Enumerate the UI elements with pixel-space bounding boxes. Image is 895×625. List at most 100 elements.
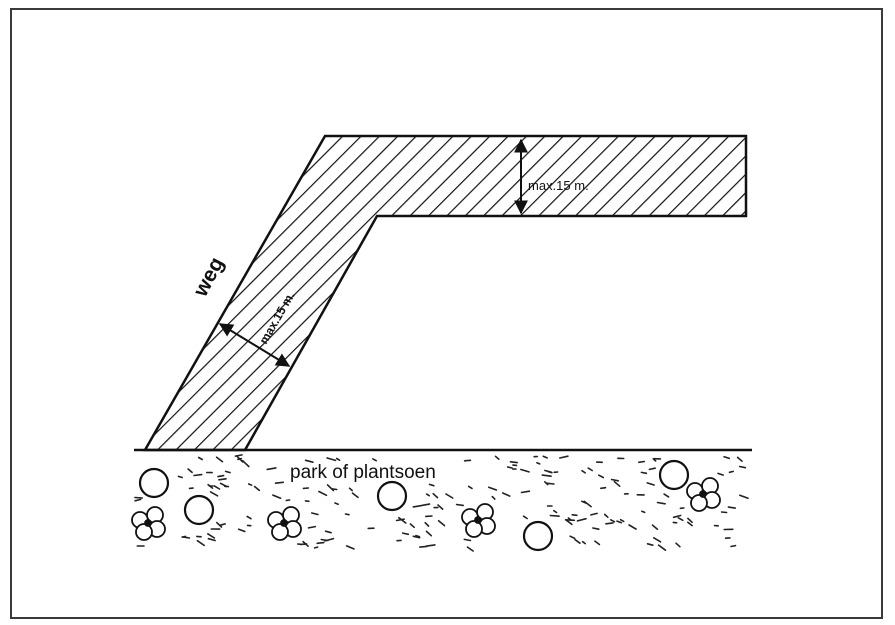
flower-cluster-icon	[686, 477, 721, 512]
texture-dash	[652, 536, 662, 543]
texture-dash	[675, 542, 681, 548]
texture-dash	[672, 514, 682, 519]
road-label: weg	[189, 253, 229, 301]
texture-dash	[299, 543, 308, 546]
texture-dash	[425, 544, 436, 547]
texture-dash	[522, 515, 528, 520]
texture-dash	[304, 459, 314, 464]
texture-dash	[334, 502, 340, 506]
texture-dash	[331, 488, 338, 491]
flower-cluster-icon	[131, 506, 166, 541]
texture-dash	[207, 532, 216, 539]
texture-dash	[316, 541, 325, 545]
texture-dash	[628, 524, 637, 530]
texture-dash	[241, 459, 250, 468]
texture-dash	[467, 485, 473, 490]
texture-dash	[134, 496, 144, 499]
texture-dash	[412, 504, 423, 508]
texture-dash	[728, 470, 735, 474]
texture-dash	[656, 501, 666, 505]
texture-dash	[463, 459, 472, 462]
texture-dash	[213, 485, 221, 490]
texture-dash	[310, 512, 319, 516]
texture-dash	[324, 537, 335, 542]
texture-dash	[272, 494, 282, 500]
texture-dash	[720, 511, 728, 514]
texture-dash	[351, 492, 359, 499]
texture-dash	[193, 473, 203, 477]
texture-dash	[597, 474, 605, 479]
texture-dash	[424, 521, 430, 527]
texture-dash	[409, 523, 416, 529]
texture-dash	[549, 514, 560, 518]
texture-dash	[736, 456, 743, 463]
texture-dash	[487, 486, 498, 491]
texture-dash	[348, 487, 354, 492]
texture-dash	[455, 503, 465, 507]
texture-dash	[395, 518, 405, 522]
texture-dash	[605, 522, 614, 525]
texture-dash	[571, 513, 578, 517]
texture-dash	[181, 535, 187, 538]
texture-dash	[425, 493, 431, 497]
texture-dash	[415, 534, 421, 538]
texture-dash	[520, 490, 531, 494]
texture-dash	[437, 504, 444, 510]
circle-shrub-icon	[658, 459, 690, 491]
texture-dash	[651, 524, 659, 531]
texture-dash	[491, 495, 496, 500]
texture-dash	[209, 491, 219, 497]
texture-dash	[547, 470, 553, 474]
texture-dash	[687, 517, 693, 524]
texture-dash	[412, 535, 421, 539]
texture-dash	[677, 516, 684, 522]
texture-dash	[318, 490, 328, 497]
texture-dash	[216, 521, 223, 528]
texture-dash	[574, 538, 581, 545]
texture-dash	[501, 492, 511, 497]
circle-shrub-icon	[376, 480, 408, 512]
texture-dash	[663, 493, 670, 498]
park-texture	[134, 454, 749, 552]
texture-dash	[603, 513, 609, 519]
texture-dash	[494, 455, 500, 461]
texture-dash	[215, 456, 224, 463]
texture-dash	[640, 471, 648, 475]
texture-dash	[509, 460, 519, 464]
texture-dash	[558, 455, 569, 459]
texture-dash	[326, 457, 337, 462]
texture-dash	[207, 537, 216, 542]
texture-dash	[723, 455, 731, 460]
texture-dash	[197, 456, 203, 461]
texture-dash	[345, 545, 355, 550]
texture-dash	[592, 527, 600, 531]
flower-cluster-icon	[267, 506, 302, 541]
texture-dash	[536, 461, 541, 465]
texture-dash	[224, 470, 231, 474]
texture-dash	[730, 544, 737, 548]
texture-dash	[587, 467, 594, 472]
circle-shrub-icon	[522, 520, 554, 552]
texture-dash	[686, 521, 693, 527]
texture-dash	[637, 460, 646, 464]
texture-dash	[253, 485, 261, 492]
texture-dash	[545, 482, 555, 485]
texture-dash	[609, 518, 616, 523]
texture-dash	[613, 480, 621, 488]
texture-dash	[324, 530, 332, 534]
texture-dash	[247, 483, 253, 486]
texture-dash	[565, 519, 573, 526]
texture-dash	[738, 494, 749, 500]
texture-dash	[437, 519, 446, 527]
circle-shrub-icon	[138, 467, 170, 499]
texture-dash	[274, 481, 285, 485]
texture-dash	[599, 486, 607, 490]
texture-dash	[640, 510, 646, 514]
texture-dash	[727, 506, 737, 509]
circle-shrub-icon	[183, 494, 215, 526]
texture-dash	[425, 530, 433, 537]
texture-dash	[432, 492, 439, 499]
texture-dash	[581, 540, 587, 545]
texture-dash	[372, 458, 378, 462]
texture-dash	[134, 498, 142, 502]
